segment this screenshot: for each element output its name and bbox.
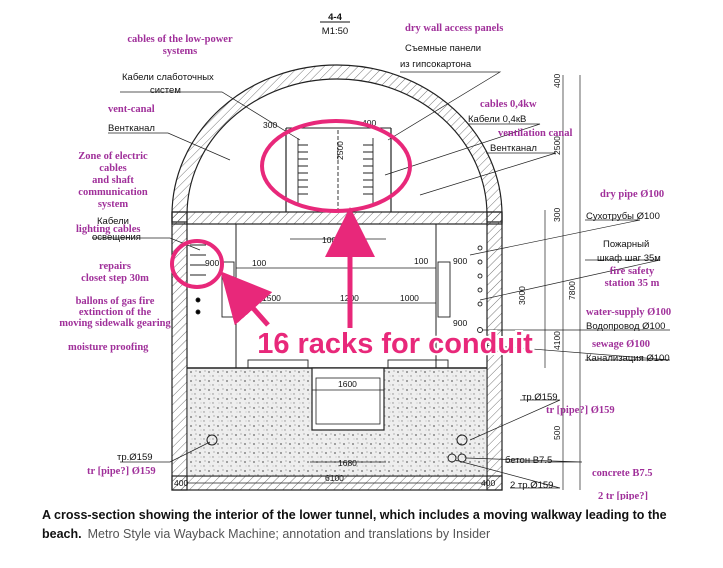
label-drywall-ru-1: Съемные панели bbox=[405, 43, 481, 54]
english-translations: cables of the low-power systems dry wall… bbox=[59, 23, 671, 500]
label-fire-ru-2: шкаф шаг 35м bbox=[597, 253, 661, 264]
label-sewage-ru: Канализация Ø100 bbox=[586, 353, 670, 364]
highlight-ellipse-arch bbox=[260, 119, 412, 213]
label-ballons-en-3: moving sidewalk gearing bbox=[59, 318, 171, 329]
label-concrete-en: concrete B7.5 bbox=[592, 468, 652, 479]
tunnel-cross-section-drawing: 4-4 M1:50 bbox=[59, 12, 671, 500]
dim-400-top-right: 400 bbox=[552, 74, 562, 88]
section-title: 4-4 M1:50 bbox=[320, 12, 350, 37]
dim-3000: 3000 bbox=[517, 286, 527, 305]
highlight-ellipse-left bbox=[170, 239, 224, 289]
label-zone-en-1: Zone of electric bbox=[78, 151, 148, 162]
label-pipe159-right-en: tr [pipe?] Ø159 bbox=[546, 405, 615, 416]
label-lowpower-en-1: cables of the low-power bbox=[127, 34, 233, 45]
label-drypipe-en: dry pipe Ø100 bbox=[600, 189, 664, 200]
annotation-16-racks: 16 racks for conduit bbox=[257, 328, 533, 360]
dim-4100: 4100 bbox=[552, 331, 562, 350]
label-ventcanal-en: vent-canal bbox=[108, 104, 155, 115]
label-sewage-en: sewage Ø100 bbox=[592, 339, 650, 350]
russian-labels: Съемные панели из гипсокартона Кабели сл… bbox=[92, 43, 670, 491]
label-cables04-ru: Кабели 0,4кВ bbox=[468, 114, 526, 125]
label-lighting-ru-2: освещения bbox=[92, 232, 141, 243]
arrow-left bbox=[220, 271, 273, 327]
dim-300-right: 300 bbox=[552, 208, 562, 222]
label-pipe159-left-en: tr [pipe?] Ø159 bbox=[87, 466, 156, 477]
dim-6100: 6100 bbox=[325, 473, 344, 483]
dim-900-right: 900 bbox=[453, 256, 467, 266]
label-zone-en-3: and shaft bbox=[92, 175, 134, 186]
dim-900-left: 900 bbox=[205, 258, 219, 268]
label-ballons-en-2: extinction of the bbox=[79, 307, 152, 318]
dim-100-right: 100 bbox=[414, 256, 428, 266]
scale-label: M1:50 bbox=[322, 26, 348, 37]
dim-7800: 7800 bbox=[567, 281, 577, 300]
label-repairs-en-1: repairs bbox=[99, 261, 131, 272]
dim-1600: 1600 bbox=[338, 379, 357, 389]
label-concrete-ru: бетон В7.5 bbox=[505, 455, 552, 466]
dim-1500: 1500 bbox=[262, 293, 281, 303]
caption-credit: Metro Style via Wayback Machine; annotat… bbox=[87, 527, 491, 541]
label-lowpower-en-2: systems bbox=[163, 46, 197, 57]
dim-900-lower: 900 bbox=[453, 318, 467, 328]
label-moisture-en: moisture proofing bbox=[68, 342, 149, 353]
label-ventcanal-ru: Вентканал bbox=[108, 123, 155, 134]
dim-400-bottom-left: 400 bbox=[174, 478, 188, 488]
dim-1000-right: 1000 bbox=[400, 293, 419, 303]
label-zone-en-4: communication bbox=[78, 187, 148, 198]
label-lowpower-ru-2: систем bbox=[150, 85, 181, 96]
figure-caption: A cross-section showing the interior of … bbox=[42, 506, 692, 544]
cable-racks-arch bbox=[297, 130, 374, 210]
dim-2500-center: 2500 bbox=[335, 141, 345, 160]
dim-2500-right: 2500 bbox=[552, 136, 562, 155]
cable-racks-left bbox=[190, 244, 206, 315]
dim-300: 300 bbox=[263, 120, 277, 130]
dim-1680: 1680 bbox=[338, 458, 357, 468]
label-repairs-en-2: closet step 30m bbox=[81, 273, 149, 284]
dim-400: 400 bbox=[362, 118, 376, 128]
dim-400-bottom-right: 400 bbox=[481, 478, 495, 488]
label-ventilation-en: ventilation canal bbox=[498, 128, 572, 139]
dimension-lines bbox=[187, 75, 581, 490]
dim-1000: 1000 bbox=[322, 235, 341, 245]
label-drywall-en: dry wall access panels bbox=[405, 23, 503, 34]
label-lighting-ru-1: Кабели bbox=[97, 216, 129, 227]
dim-100-left: 100 bbox=[252, 258, 266, 268]
label-fire-en-1: fire safety bbox=[610, 266, 655, 277]
caption-main: A cross-section showing the interior of … bbox=[42, 508, 667, 541]
label-pipe159-right-ru: тр.Ø159 bbox=[522, 392, 558, 403]
label-cables04-en: cables 0,4kw bbox=[480, 99, 537, 110]
label-pipe159-left-ru: тр.Ø159 bbox=[117, 452, 153, 463]
label-lighting-en: lighting cables bbox=[76, 224, 140, 235]
label-fire-en-2: station 35 m bbox=[605, 278, 660, 289]
label-water-ru: Водопровод Ø100 bbox=[586, 321, 665, 332]
tunnel-structure bbox=[171, 64, 503, 491]
label-zone-en-5: system bbox=[98, 199, 129, 210]
label-zone-en-2: cables bbox=[99, 163, 126, 174]
label-drywall-ru-2: из гипсокартона bbox=[400, 59, 472, 70]
label-fire-ru-1: Пожарный bbox=[603, 239, 649, 250]
label-pipe2-en: 2 tr [pipe?] bbox=[598, 491, 648, 500]
label-lowpower-ru-1: Кабели слаботочных bbox=[122, 72, 214, 83]
leader-lines bbox=[92, 71, 671, 489]
section-number: 4-4 bbox=[328, 12, 342, 23]
label-ballons-en-1: ballons of gas fire bbox=[76, 296, 155, 307]
label-pipe2-ru: 2 тр.Ø159 bbox=[510, 480, 553, 491]
label-ventkanal-ru: Вентканал bbox=[490, 143, 537, 154]
conduit-annotation: 16 racks for conduit bbox=[170, 119, 535, 362]
label-drypipe-ru: Сухотрубы Ø100 bbox=[586, 211, 660, 222]
label-water-en: water-supply Ø100 bbox=[586, 307, 671, 318]
dim-500: 500 bbox=[552, 426, 562, 440]
